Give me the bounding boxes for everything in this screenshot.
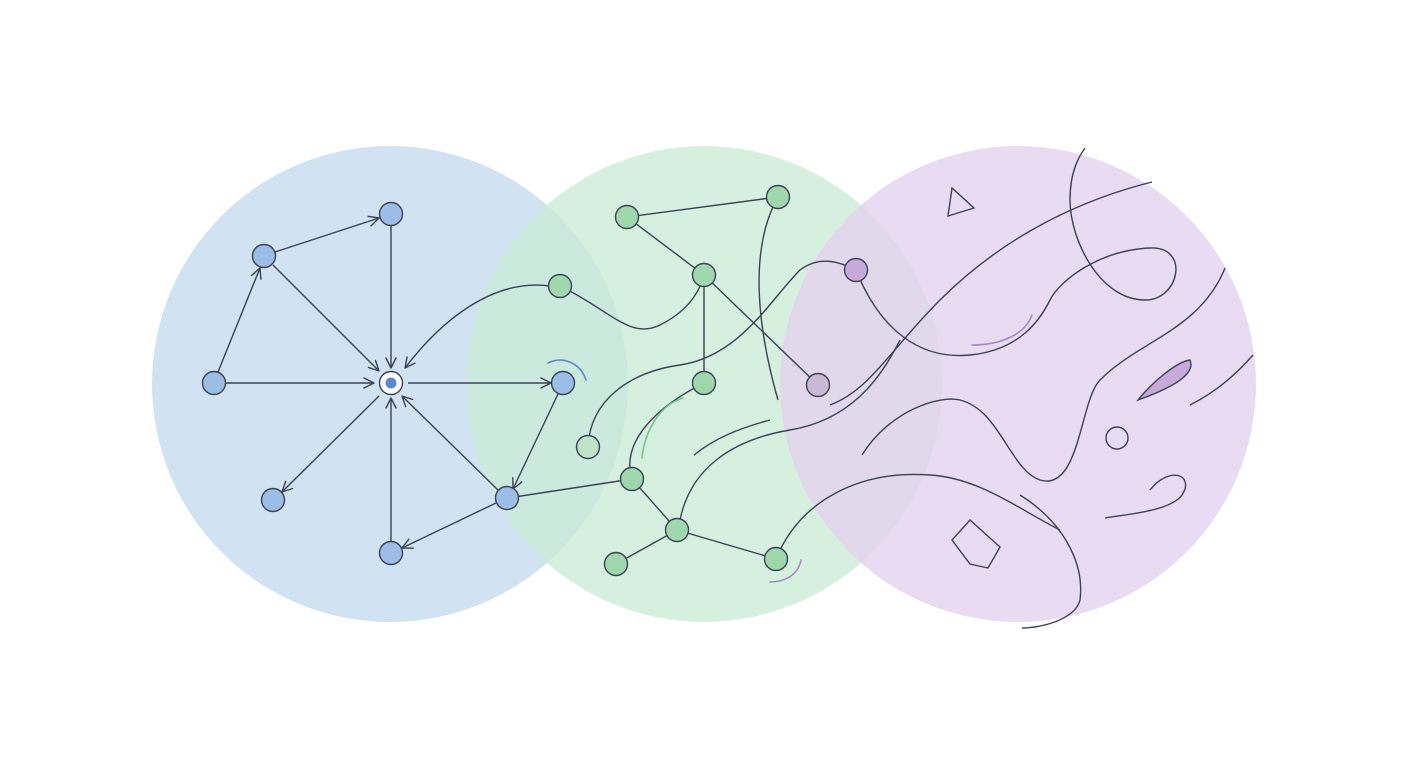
accent-arc-purple-2 [769,559,802,583]
pentagon-shape [951,519,1001,569]
distributed-region [780,146,1256,622]
curve-short-dash [693,419,771,456]
curve-p1-long [855,147,1177,357]
node-g3 [691,262,717,288]
node-g7 [603,551,629,577]
hub-node-core [385,377,397,389]
node-n1 [547,273,573,299]
curve-far-right [1189,354,1254,406]
edge-green-to-hub [404,284,551,369]
node-left [201,370,227,396]
node-lowerright [494,485,520,511]
edge-lowerright-g5 [507,478,633,499]
node-topleft [251,243,277,269]
centralized-nodes [201,201,576,566]
hub-node [378,370,404,396]
node-right [550,370,576,396]
node-g9 [575,434,601,460]
distributed-nodes [805,257,869,398]
edge-g1-g3 [626,216,705,276]
curve-g8-right [775,473,1061,560]
curve-g2-down [758,196,779,401]
distributed-edges [829,147,1254,629]
edge-lowerright-to-bottom [401,502,497,549]
edge-leftnode-to-topleft [217,267,262,373]
accent-arc-green [641,397,684,459]
node-g4 [691,370,717,396]
node-g6 [664,517,690,543]
edge-hub-to-lowerleft [281,395,380,493]
edge-topleft-to-top [274,215,380,253]
node-g5 [619,466,645,492]
triangle-shape [947,186,976,217]
curve-g5-g4 [629,382,705,480]
node-g2 [765,184,791,210]
node-g8 [763,546,789,572]
node-p1 [843,257,869,283]
curve-top-right-sweep [829,181,1153,406]
node-lowerleft [260,487,286,513]
node-p2 [805,372,831,398]
accent-arc-purple-1 [971,314,1033,346]
node-top [378,201,404,227]
edge-topleft-to-hub [272,264,380,372]
accent-arcs [547,314,1033,583]
leaf-shape [1135,359,1192,402]
edge-g6-g8 [676,529,777,560]
curve-lower-wave [1019,494,1082,629]
edge-g3-p2 [703,274,819,386]
edge-g1-g2 [626,196,779,218]
curve-g9-up [587,260,857,448]
edge-b-to-lowerright [512,393,559,490]
curve-n1-to-g3 [559,274,705,330]
curve-mid-wave [861,267,1226,482]
curve-g6-up [679,339,901,521]
small-ring-shape [1105,426,1129,450]
curve-right-hook [1104,474,1187,519]
node-bottom [378,540,404,566]
edge-lowerright-to-hub [401,395,499,491]
accent-arc-blue [547,359,587,381]
node-g1 [614,204,640,230]
distributed-shapes [947,186,1192,569]
centralized-edges [215,215,559,549]
decentralized-nodes [547,184,791,577]
